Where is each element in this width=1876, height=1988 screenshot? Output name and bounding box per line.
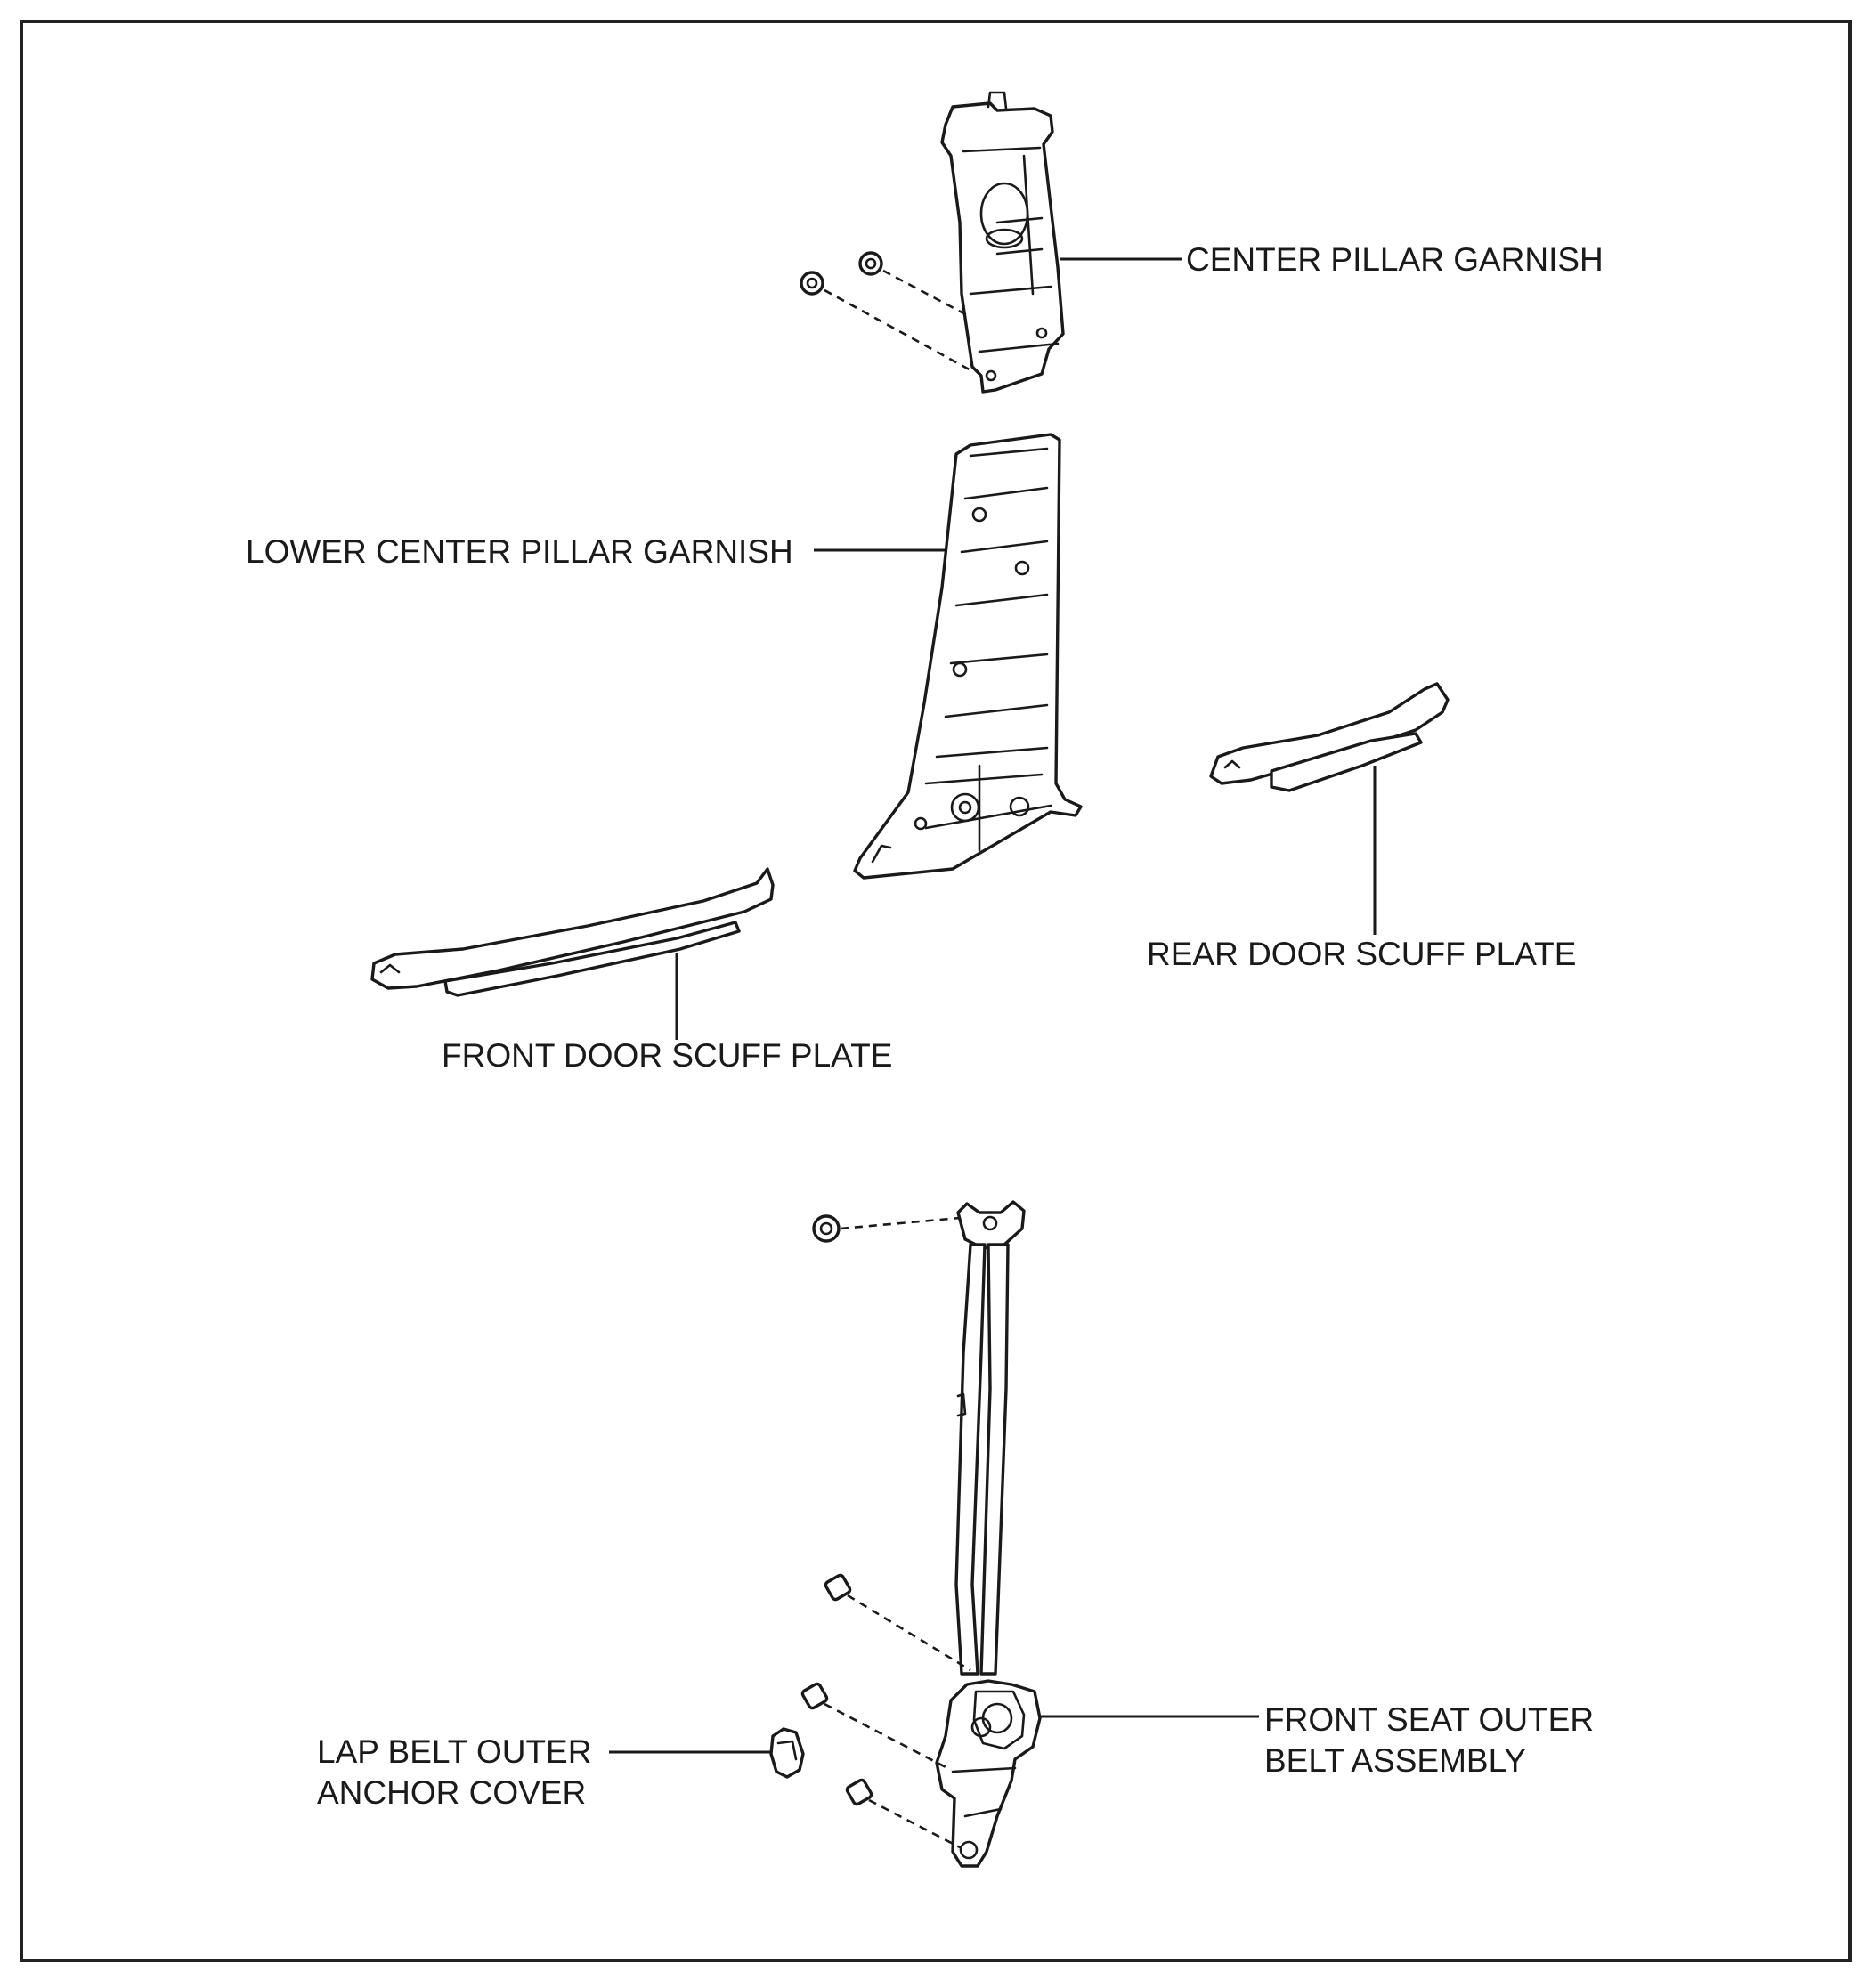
belt-anchor-nut — [812, 1214, 961, 1243]
rear-door-scuff-plate-label: REAR DOOR SCUFF PLATE — [1147, 936, 1576, 972]
center-pillar-garnish — [940, 91, 1065, 394]
diagram-frame — [20, 20, 1852, 1962]
front-seat-outer-belt-assembly-label-line-1: FRONT SEAT OUTER — [1264, 1701, 1594, 1738]
center-pillar-clips — [800, 251, 975, 374]
front-seat-outer-belt-assembly — [935, 1200, 1042, 1868]
lower-center-pillar-garnish-label: LOWER CENTER PILLAR GARNISH — [246, 533, 793, 570]
front-door-scuff-plate — [370, 867, 775, 997]
front-seat-outer-belt-assembly-label: FRONT SEAT OUTER BELT ASSEMBLY — [1264, 1701, 1603, 1779]
lap-belt-outer-anchor-cover-label-line-2: ANCHOR COVER — [317, 1774, 586, 1811]
lap-belt-outer-anchor-cover-label-line-1: LAP BELT OUTER — [317, 1733, 591, 1770]
front-door-scuff-plate-label: FRONT DOOR SCUFF PLATE — [442, 1037, 892, 1074]
lap-belt-outer-anchor-cover — [769, 1727, 805, 1779]
front-seat-outer-belt-assembly-label-line-2: BELT ASSEMBLY — [1264, 1742, 1526, 1779]
lap-belt-outer-anchor-cover-label: LAP BELT OUTER ANCHOR COVER — [317, 1733, 601, 1811]
lower-center-pillar-garnish — [853, 433, 1083, 880]
center-pillar-garnish-label: CENTER PILLAR GARNISH — [1186, 241, 1604, 278]
rear-door-scuff-plate — [1209, 682, 1450, 792]
belt-assembly-bolts — [800, 1573, 971, 1850]
